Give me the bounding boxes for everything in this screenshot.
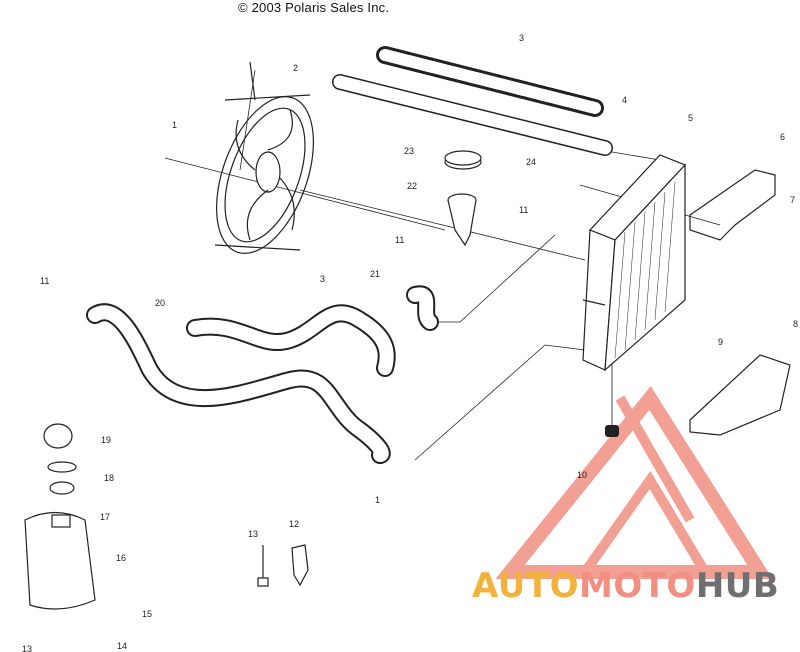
callout-24: 24 bbox=[526, 157, 536, 167]
callout-18: 18 bbox=[104, 473, 114, 483]
callout-11: 11 bbox=[395, 235, 404, 245]
gasket-part-18 bbox=[47, 461, 77, 473]
grommet-part-10 bbox=[605, 425, 619, 437]
bracket-part-6 bbox=[689, 169, 776, 241]
hose-part-3-lower bbox=[186, 304, 396, 377]
tube-part-4 bbox=[332, 74, 613, 156]
radiator-part-5 bbox=[582, 154, 687, 372]
hose-part-3 bbox=[376, 46, 604, 117]
fan-part-2 bbox=[214, 61, 315, 254]
watermark-moto: MOTO bbox=[578, 566, 696, 606]
callout-2: 2 bbox=[293, 63, 298, 73]
callout-13: 13 bbox=[22, 644, 32, 652]
callout-1: 1 bbox=[375, 495, 380, 505]
callout-19: 19 bbox=[101, 435, 111, 445]
callout-21: 21 bbox=[370, 269, 380, 279]
callout-7: 7 bbox=[790, 195, 795, 205]
watermark-hub: HUB bbox=[695, 566, 780, 606]
watermark-text: AUTOMOTOHUB bbox=[472, 566, 779, 606]
cap-part-23 bbox=[444, 150, 482, 170]
callout-9: 9 bbox=[718, 337, 723, 347]
callout-15: 15 bbox=[142, 609, 152, 619]
bracket-part-8 bbox=[689, 354, 791, 436]
bolt-part-13 bbox=[257, 545, 269, 587]
clip-part-12 bbox=[291, 544, 309, 587]
callout-6: 6 bbox=[780, 132, 785, 142]
hose-part-20 bbox=[86, 303, 391, 464]
callout-17: 17 bbox=[100, 512, 110, 522]
watermark-auto: AUTO bbox=[472, 566, 579, 606]
callout-10: 10 bbox=[577, 470, 587, 480]
hose-part-21 bbox=[406, 285, 439, 331]
callout-11: 11 bbox=[40, 276, 49, 286]
callout-14: 14 bbox=[117, 641, 127, 651]
callout-3: 3 bbox=[519, 33, 524, 43]
callout-20: 20 bbox=[155, 298, 165, 308]
callout-8: 8 bbox=[793, 319, 798, 329]
callout-23: 23 bbox=[404, 146, 414, 156]
callout-16: 16 bbox=[116, 553, 126, 563]
callout-11: 11 bbox=[519, 205, 528, 215]
callout-13: 13 bbox=[248, 529, 258, 539]
callout-3: 3 bbox=[320, 274, 325, 284]
callout-12: 12 bbox=[289, 519, 299, 529]
callout-5: 5 bbox=[688, 113, 693, 123]
callout-1: 1 bbox=[172, 120, 177, 130]
callout-numbers: 1 2 3 4 5 6 7 8 9 10 11 11 11 20 3 21 22… bbox=[22, 33, 798, 652]
reservoir-part-16 bbox=[24, 511, 96, 610]
leader-lines bbox=[164, 69, 721, 461]
cap-part-19 bbox=[43, 423, 73, 449]
watermark-logo bbox=[495, 385, 773, 579]
callout-22: 22 bbox=[407, 181, 417, 191]
callout-4: 4 bbox=[622, 95, 627, 105]
copyright-text: © 2003 Polaris Sales Inc. bbox=[238, 0, 390, 15]
neck-part-17 bbox=[49, 481, 75, 495]
filler-neck-part-22 bbox=[447, 193, 477, 247]
